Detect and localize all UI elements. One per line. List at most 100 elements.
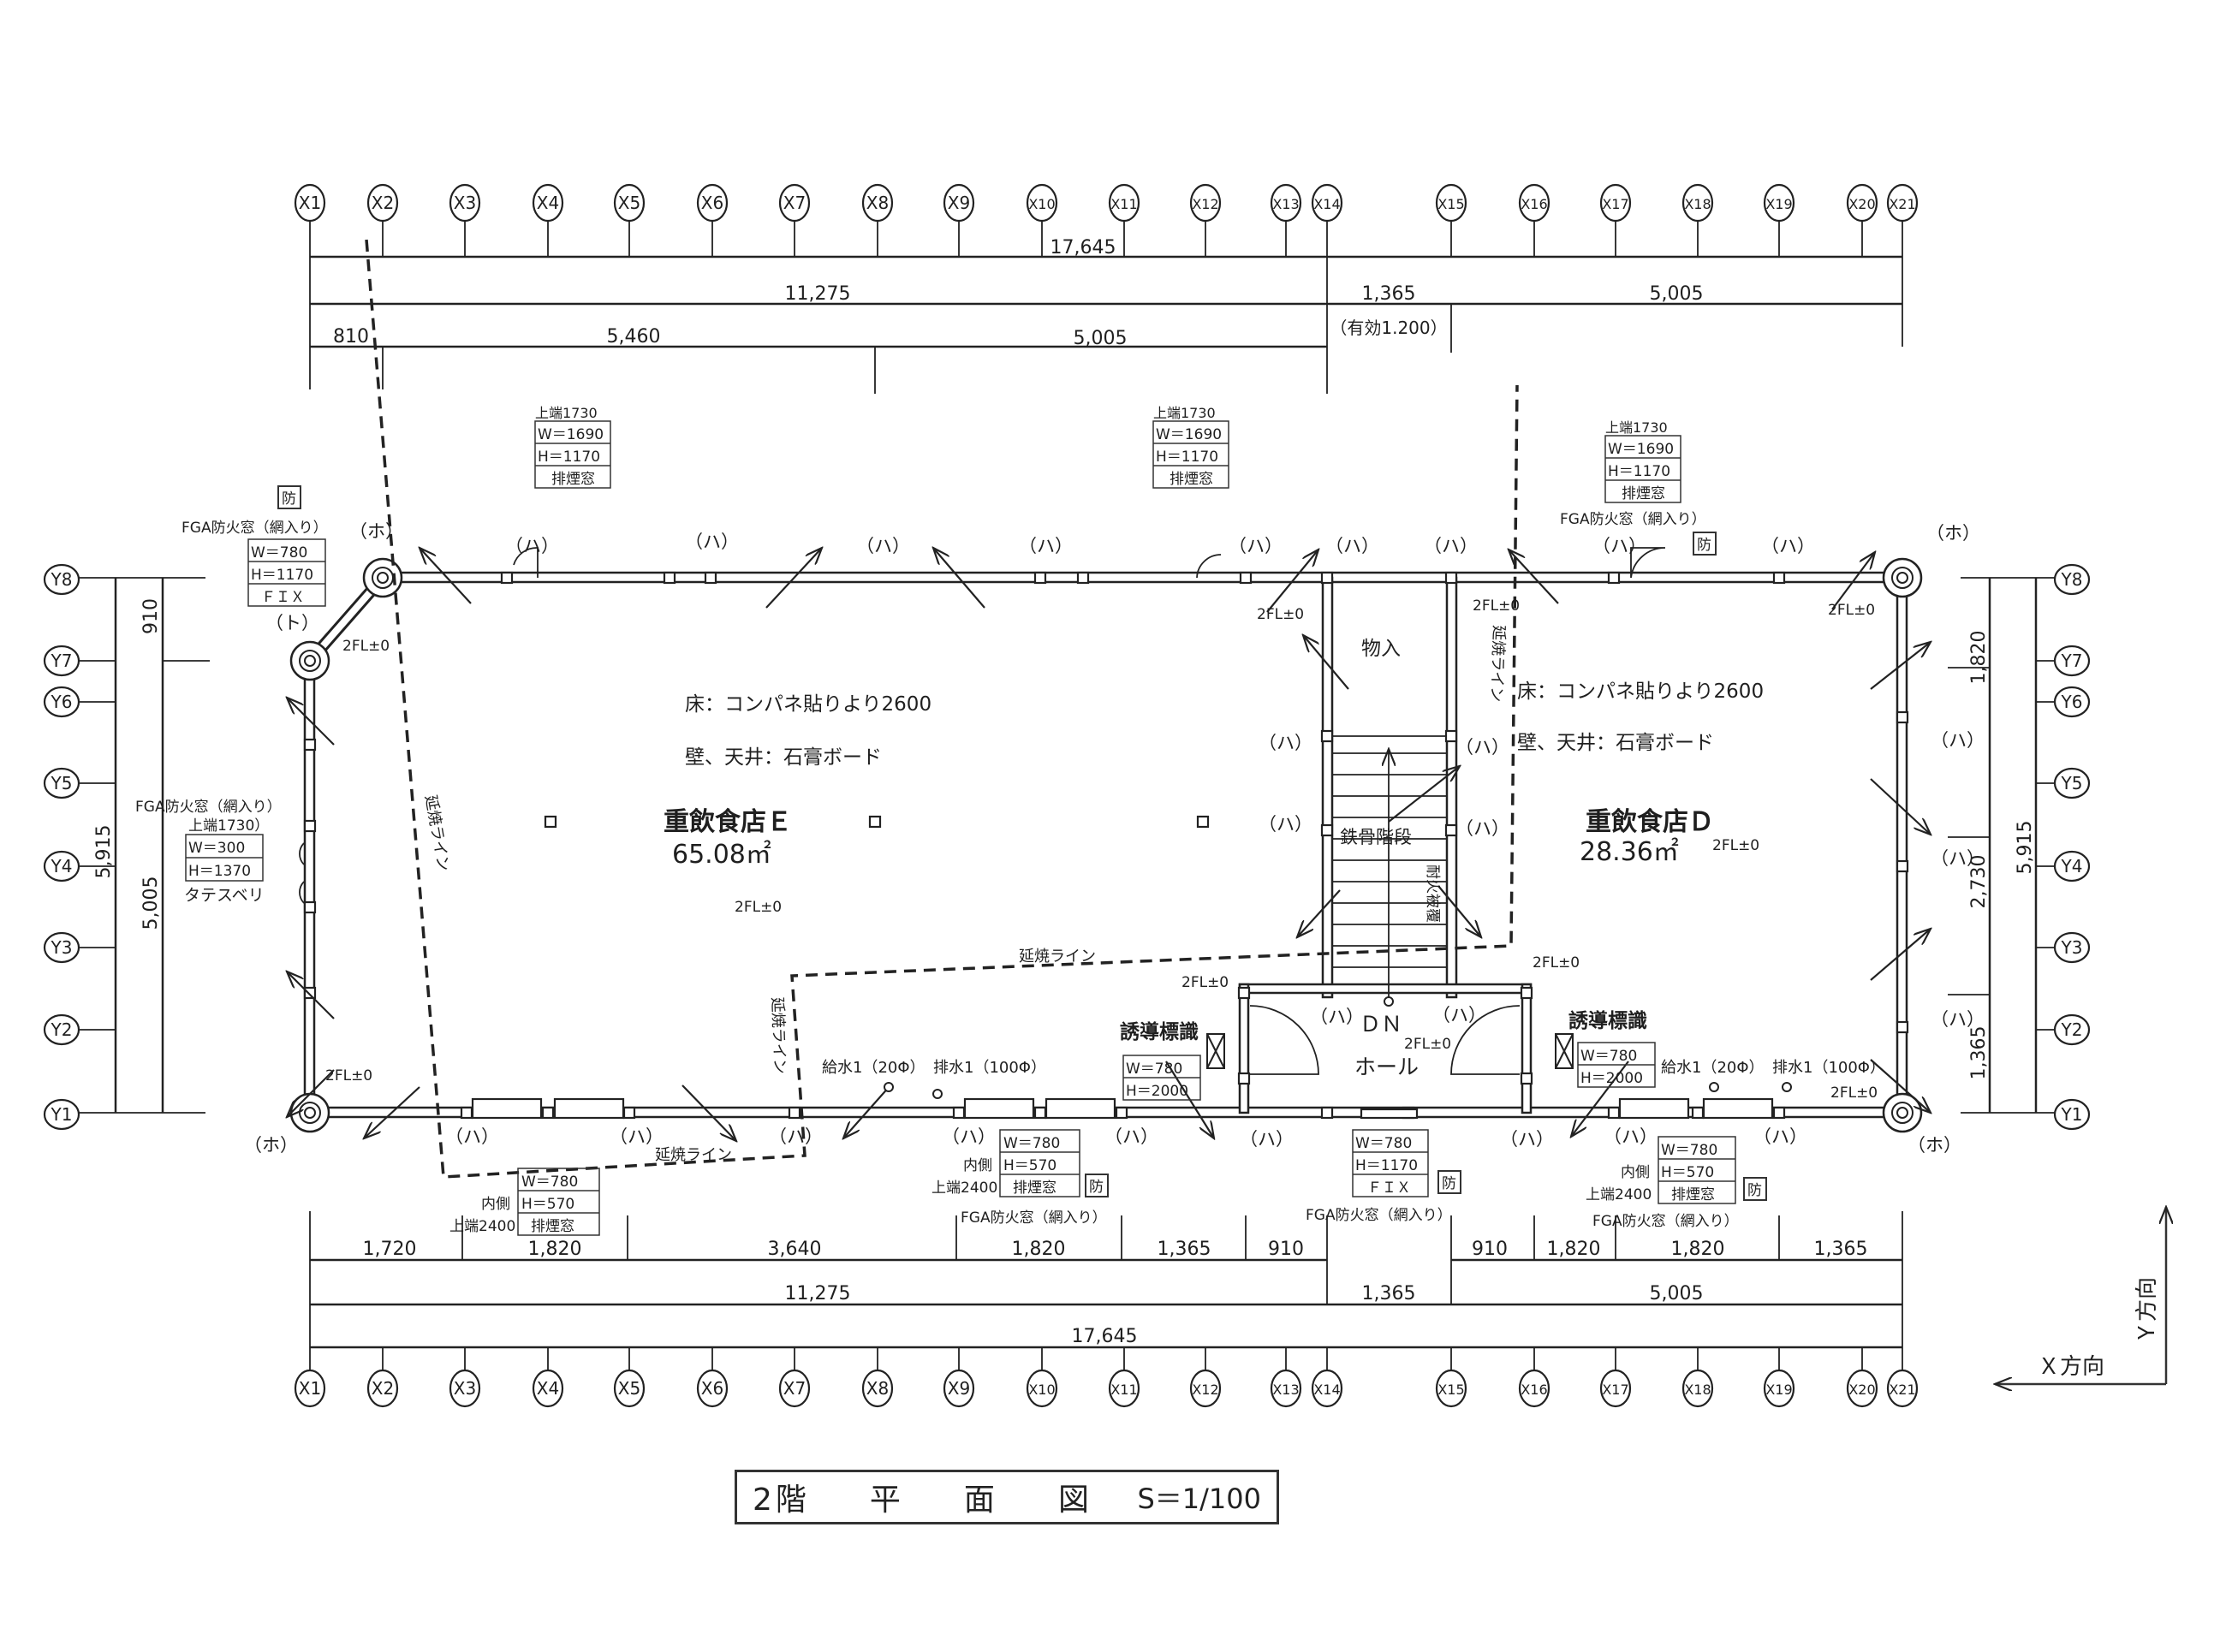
svg-text:X18: X18: [1684, 1382, 1711, 1398]
svg-text:防: 防: [1697, 537, 1711, 554]
svg-text:誘導標識: 誘導標識: [1120, 1020, 1199, 1043]
svg-text:防: 防: [1089, 1179, 1104, 1196]
svg-text:2FL±0: 2FL±0: [1404, 1036, 1451, 1053]
svg-text:タテスベリ: タテスベリ: [184, 886, 265, 905]
svg-text:排水1（100Φ）: 排水1（100Φ）: [1772, 1059, 1885, 1077]
svg-text:（ハ）: （ハ）: [856, 536, 910, 556]
svg-text:5,005: 5,005: [1650, 1283, 1704, 1304]
svg-text:H＝2000: H＝2000: [1126, 1083, 1188, 1100]
svg-text:上端1730: 上端1730: [1153, 405, 1216, 421]
svg-text:X13: X13: [1272, 196, 1299, 212]
svg-text:X14: X14: [1313, 1382, 1340, 1398]
svg-text:2FL±0: 2FL±0: [1828, 602, 1875, 619]
svg-text:X21: X21: [1889, 1382, 1915, 1398]
svg-text:W＝1690: W＝1690: [538, 426, 604, 443]
svg-text:H＝1170: H＝1170: [1156, 449, 1218, 466]
svg-text:H＝1370: H＝1370: [188, 863, 251, 880]
svg-text:X5: X5: [618, 193, 640, 213]
svg-text:給水1（20Φ）: 給水1（20Φ）: [1661, 1059, 1765, 1077]
window-tag-bottom-1: W＝780 H＝570 排煙窓 内側 上端2400: [449, 1168, 600, 1236]
svg-text:（ハ）: （ハ）: [1761, 536, 1815, 556]
svg-text:910: 910: [140, 598, 162, 634]
svg-text:延焼ライン: 延焼ライン: [1019, 948, 1096, 966]
svg-text:（ハ）: （ハ）: [1931, 848, 1985, 869]
svg-text:W＝780: W＝780: [1355, 1135, 1412, 1152]
svg-text:810: 810: [333, 326, 369, 348]
svg-text:内側: 内側: [963, 1157, 992, 1174]
svg-text:2FL±0: 2FL±0: [1257, 606, 1304, 623]
svg-text:5,915: 5,915: [2015, 821, 2036, 875]
top-grid-axes: [309, 221, 1903, 394]
svg-text:X10: X10: [1028, 1382, 1055, 1398]
svg-text:上端1730）: 上端1730）: [188, 817, 269, 835]
svg-text:H＝1170: H＝1170: [538, 449, 600, 466]
svg-text:耐火被覆: 耐火被覆: [1424, 865, 1441, 923]
svg-text:排煙窓: 排煙窓: [1671, 1186, 1715, 1203]
svg-text:X3: X3: [454, 1378, 476, 1399]
svg-text:X13: X13: [1272, 1382, 1299, 1398]
svg-text:上端2400: 上端2400: [1586, 1186, 1652, 1203]
svg-text:排煙窓: 排煙窓: [1013, 1180, 1056, 1197]
svg-text:（ハ）: （ハ）: [1240, 1129, 1294, 1150]
svg-text:X12: X12: [1192, 196, 1218, 212]
svg-text:（ハ）: （ハ）: [1931, 730, 1985, 751]
svg-text:W＝780: W＝780: [251, 544, 307, 562]
room-d-area: 28.36㎡: [1580, 837, 1679, 867]
room-d-labels: 床：コンパネ貼りより2600 壁、天井：石膏ボード 重飲食店Ｄ 28.36㎡ 2…: [1517, 680, 1764, 867]
svg-text:Y1: Y1: [2061, 1104, 2083, 1125]
svg-text:H＝570: H＝570: [521, 1196, 574, 1213]
hall-label: ホール: [1354, 1055, 1419, 1079]
svg-text:X1: X1: [299, 1378, 321, 1399]
svg-text:1,820: 1,820: [1968, 631, 1990, 685]
svg-text:W＝780: W＝780: [1003, 1135, 1060, 1152]
svg-text:X21: X21: [1889, 196, 1915, 212]
svg-text:X12: X12: [1192, 1382, 1218, 1398]
bottom-windows: [471, 1097, 1774, 1120]
drawing-title-block: 2階 平 面 図 S＝1/100: [735, 1470, 1279, 1524]
svg-text:（ホ）: （ホ）: [244, 1135, 298, 1156]
svg-text:2FL±0: 2FL±0: [325, 1067, 372, 1084]
svg-text:内側: 内側: [481, 1196, 510, 1213]
svg-text:（ホ）: （ホ）: [1926, 523, 1980, 544]
svg-text:（ハ）: （ハ）: [1104, 1126, 1158, 1147]
svg-text:X7: X7: [783, 1378, 806, 1399]
window-tag-bottom-fix: W＝780 H＝1170 ＦＩＸ 防 FGA防火窓（網入り）: [1306, 1129, 1461, 1224]
top-dimension-labels: 17,645 11,275 1,365 5,005 810 5,460 5,00…: [333, 237, 1703, 349]
y-direction-label: Ｙ方向: [2134, 1277, 2160, 1344]
direction-indicator: Ｘ方向 Ｙ方向: [1995, 1207, 2166, 1384]
window-tag-bottom-2: W＝780 H＝570 排煙窓 内側 上端2400 防 FGA防火窓（網入り）: [931, 1129, 1109, 1227]
svg-text:（ハ）: （ハ）: [1592, 536, 1646, 556]
svg-text:上端1730: 上端1730: [535, 405, 598, 421]
svg-text:H＝2000: H＝2000: [1580, 1070, 1643, 1087]
svg-text:Y2: Y2: [51, 1019, 73, 1040]
svg-text:（ハ）: （ハ）: [942, 1126, 996, 1147]
svg-text:（ホ）: （ホ）: [349, 521, 403, 542]
svg-text:Y3: Y3: [2061, 937, 2083, 958]
bottom-dimension-labels: 1,720 1,820 3,640 1,820 1,365 910 910 1,…: [363, 1239, 1868, 1347]
svg-text:（ハ）: （ハ）: [1455, 818, 1509, 839]
svg-text:17,645: 17,645: [1051, 237, 1116, 258]
svg-text:X17: X17: [1602, 196, 1628, 212]
svg-text:1,365: 1,365: [1362, 1283, 1416, 1304]
svg-text:上端2400: 上端2400: [931, 1180, 997, 1197]
svg-text:内側: 内側: [1621, 1164, 1650, 1181]
guide-sign-labels: 誘導標識 誘導標識: [1120, 1009, 1647, 1043]
svg-text:（ハ）: （ハ）: [445, 1126, 499, 1147]
svg-text:2FL±0: 2FL±0: [1473, 597, 1520, 615]
svg-text:Y2: Y2: [2061, 1019, 2083, 1040]
fire-rating-markers: （ハ） （ハ） （ハ） （ハ） （ハ） （ハ） （ハ） （ハ） （ハ） （ハ） …: [244, 521, 1985, 1156]
svg-text:上端1730: 上端1730: [1605, 419, 1668, 436]
svg-text:Y5: Y5: [51, 773, 73, 793]
svg-text:X4: X4: [537, 193, 559, 213]
svg-text:（ハ）: （ハ）: [1310, 1007, 1364, 1027]
svg-text:2FL±0: 2FL±0: [342, 638, 390, 655]
svg-text:（ハ）: （ハ）: [685, 532, 739, 552]
core-labels: 物入 鉄骨階段 ＤＮ ホール 耐火被覆: [1340, 638, 1441, 1079]
svg-text:W＝1690: W＝1690: [1608, 441, 1674, 458]
svg-text:FGA防火窓（網入り）: FGA防火窓（網入り）: [1306, 1207, 1452, 1224]
svg-text:W＝780: W＝780: [521, 1174, 578, 1191]
window-tag-top-2: 上端1730 W＝1690 H＝1170 排煙窓: [1152, 405, 1229, 489]
